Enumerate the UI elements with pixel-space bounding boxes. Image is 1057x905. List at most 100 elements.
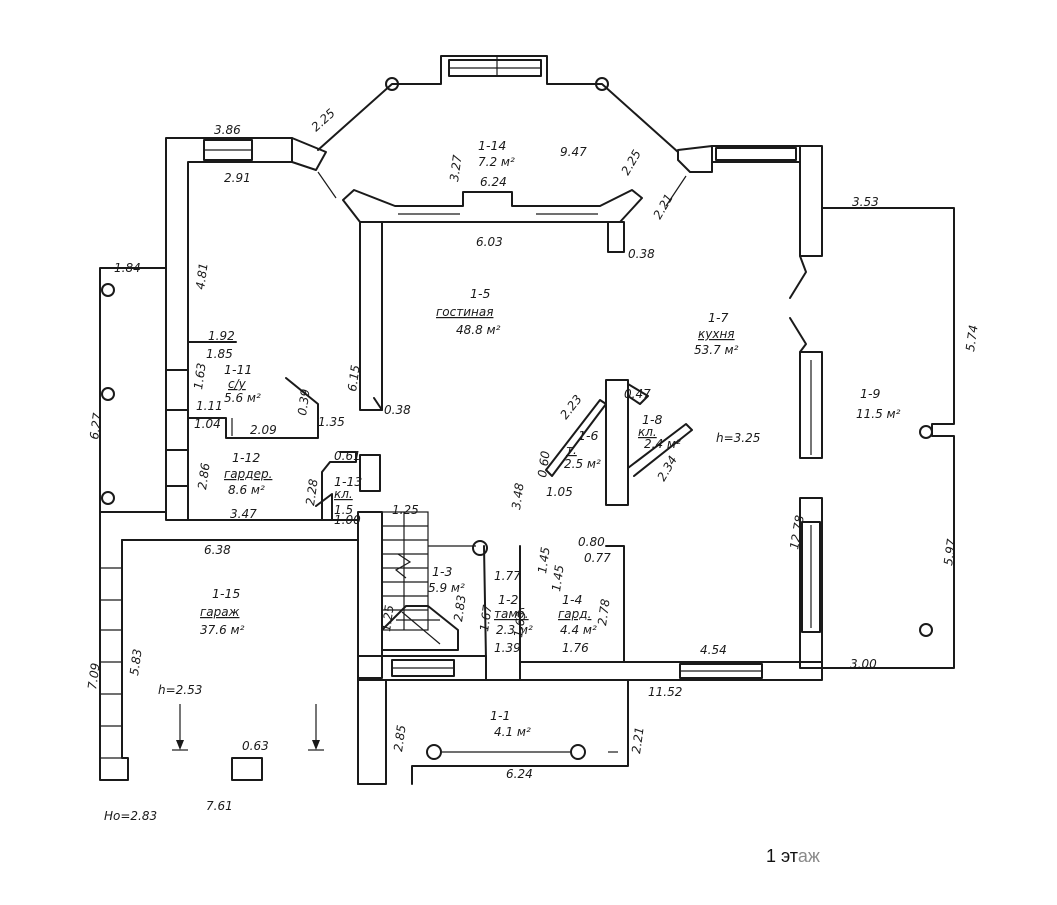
- dim-label: 6.24: [506, 767, 533, 781]
- dim-label: 1.00: [334, 513, 361, 527]
- arrow-down-icon: [308, 704, 324, 751]
- dim-label: 0.47: [624, 387, 651, 401]
- svg-text:7.2 м²: 7.2 м²: [478, 155, 515, 169]
- dim-label: 1.45: [549, 564, 567, 592]
- dim-label: 2.83: [451, 594, 469, 622]
- floor-caption-main: 1 эт: [766, 846, 798, 866]
- dim-label: 2.85: [391, 724, 409, 752]
- svg-text:1-3: 1-3: [432, 564, 452, 579]
- room-1-11: 1-11 с/у 5.6 м²: [224, 362, 261, 405]
- svg-text:48.8 м²: 48.8 м²: [456, 323, 501, 337]
- dim-label: 12.78: [787, 514, 807, 551]
- dim-label: 1.04: [194, 417, 221, 431]
- floor-caption-faded: аж: [797, 846, 820, 866]
- staircase: [357, 511, 488, 679]
- room-1-4: 1-4 гард. 4.4 м²: [558, 592, 597, 637]
- floor-caption: 1 этаж: [766, 846, 820, 867]
- svg-text:4.4 м²: 4.4 м²: [560, 623, 597, 637]
- dim-label: 2.23: [557, 392, 584, 422]
- kitchen-wall-bottom: [519, 661, 823, 681]
- dim-label: 4.81: [193, 262, 211, 290]
- dim-label: 0.38: [384, 403, 411, 417]
- dim-label: 6.24: [480, 175, 507, 189]
- svg-text:кл.: кл.: [334, 487, 353, 501]
- dim-label: 7.09: [85, 662, 103, 690]
- dim-label: 9.47: [560, 145, 587, 159]
- kitchen-wall-top: [711, 145, 823, 257]
- room-1-15: 1-15 гараж 37.6 м²: [200, 586, 245, 637]
- svg-text:8.6 м²: 8.6 м²: [228, 483, 265, 497]
- svg-text:т.: т.: [566, 443, 577, 457]
- dim-label: 1.77: [494, 569, 521, 583]
- room-1-14: 1-14 7.2 м²: [478, 138, 515, 169]
- svg-text:2.4 м²: 2.4 м²: [644, 437, 681, 451]
- room-1-3: 1-3 5.9 м²: [428, 564, 465, 595]
- svg-text:1-2: 1-2: [498, 592, 518, 607]
- column-icon: [101, 387, 115, 401]
- dim-label: 1.05: [546, 485, 573, 499]
- dim-label: 1.11: [196, 399, 223, 413]
- dim-label: 1.63: [511, 610, 529, 638]
- walls: [99, 55, 955, 785]
- bay-wall-inner: [342, 189, 643, 223]
- dim-label: 3.53: [852, 195, 879, 209]
- room-1-6: 1-6 т. 2.5 м²: [564, 428, 601, 471]
- svg-text:1-7: 1-7: [708, 310, 728, 325]
- dim-label: 6.38: [204, 543, 231, 557]
- base-height-label: Ho=2.83: [104, 809, 157, 823]
- dim-label: 1.39: [494, 641, 521, 655]
- svg-text:1-13: 1-13: [334, 474, 362, 489]
- dim-label: 1.84: [114, 261, 141, 275]
- room-1-8: 1-8 кл. 2.4 м²: [638, 412, 681, 451]
- dim-label: 2.78: [595, 598, 613, 627]
- dim-label: 1.67: [477, 604, 495, 633]
- dim-label: 3.86: [214, 123, 241, 137]
- svg-text:гард.: гард.: [558, 607, 591, 621]
- svg-text:1-4: 1-4: [562, 592, 582, 607]
- dim-label: 1.35: [318, 415, 345, 429]
- svg-text:гостиная: гостиная: [436, 305, 493, 319]
- dim-label: 11.52: [648, 685, 682, 699]
- svg-text:гардер.: гардер.: [224, 467, 272, 481]
- svg-text:11.5 м²: 11.5 м²: [856, 407, 901, 421]
- dim-label: 3.48: [509, 482, 527, 511]
- room-1-7: 1-7 кухня 53.7 м²: [694, 310, 739, 357]
- svg-text:5.6 м²: 5.6 м²: [224, 391, 261, 405]
- svg-text:1-12: 1-12: [232, 450, 260, 465]
- dim-label: 7.61: [206, 799, 233, 813]
- dim-label: 6.15: [345, 364, 363, 392]
- column-block: [359, 454, 381, 492]
- svg-text:кл.: кл.: [638, 425, 657, 439]
- dim-label: 1.25: [392, 503, 419, 517]
- dim-label: 2.91: [224, 171, 251, 185]
- left-wing-wall: [99, 267, 167, 513]
- dim-label: 0.77: [584, 551, 611, 565]
- column-icon: [101, 283, 115, 297]
- column-icon: [472, 540, 488, 556]
- svg-text:37.6 м²: 37.6 м²: [200, 623, 245, 637]
- svg-text:тамб.: тамб.: [494, 607, 529, 621]
- column-icon: [570, 744, 586, 760]
- dim-label: 2.25: [618, 147, 643, 177]
- column-block: [231, 757, 263, 781]
- svg-text:5.9 м²: 5.9 м²: [428, 581, 465, 595]
- room-1-9: 1-9 11.5 м²: [856, 386, 901, 421]
- column-icon: [595, 77, 609, 91]
- column-icon: [919, 425, 933, 439]
- svg-text:1-15: 1-15: [212, 586, 240, 601]
- height-label: h=3.25: [716, 431, 760, 445]
- column-icon: [385, 77, 399, 91]
- svg-text:2.5 м²: 2.5 м²: [564, 457, 601, 471]
- dim-label: 4.54: [700, 643, 727, 657]
- room-1-12: 1-12 гардер. 8.6 м²: [224, 450, 272, 497]
- svg-text:1-1: 1-1: [490, 708, 510, 723]
- svg-text:4.1 м²: 4.1 м²: [494, 725, 531, 739]
- dim-label: 3.27: [447, 154, 465, 183]
- dim-label: 3.47: [230, 507, 257, 521]
- svg-text:53.7 м²: 53.7 м²: [694, 343, 739, 357]
- svg-text:2.3 м²: 2.3 м²: [496, 623, 533, 637]
- dim-label: 1.92: [208, 329, 235, 343]
- dim-label: 1.25: [379, 604, 397, 632]
- dim-label: 0.39: [295, 388, 313, 416]
